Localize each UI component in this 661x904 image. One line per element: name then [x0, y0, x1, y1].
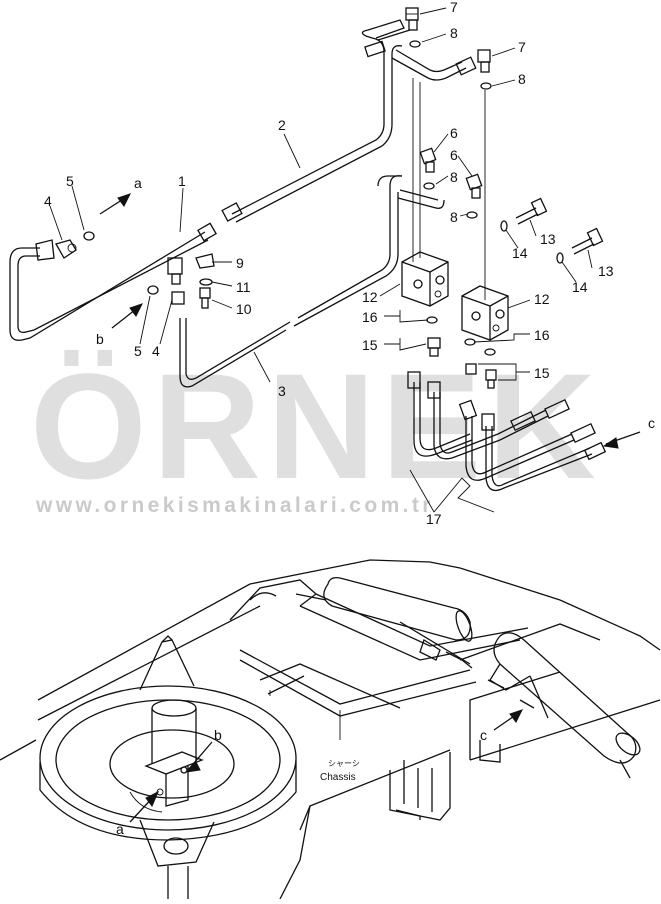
arrow-c-bottom [493, 709, 523, 731]
callout-12-left: 12 [362, 289, 378, 305]
callout-17: 17 [426, 511, 442, 527]
valve-block-12-left [401, 251, 449, 307]
arrow-b-top [111, 303, 143, 329]
callout-16-right: 16 [534, 327, 550, 343]
callout-4-top: 4 [44, 193, 52, 209]
o-ring-5-mid [147, 285, 159, 295]
watermark-brand: ÖRNEK [30, 342, 602, 510]
fitting-15-right-a [465, 363, 477, 375]
callout-16-left: 16 [362, 309, 378, 325]
callout-9: 9 [236, 255, 244, 271]
o-ring-8-lower [480, 82, 492, 90]
fitting-4-mid [167, 257, 185, 305]
chassis-labels: a b c [116, 727, 487, 837]
valve-block-12-right [461, 285, 509, 341]
callout-8-upper: 8 [450, 25, 458, 41]
hose-bundle-17 [407, 371, 607, 492]
part-11-washer [199, 278, 213, 286]
o-ring-8-mid-right [466, 211, 478, 219]
watermark: ÖRNEK www.ornekismakinalari.com.tr [30, 342, 602, 517]
label-b-bottom: b [214, 727, 222, 743]
callout-1: 1 [178, 173, 186, 189]
callout-15-left: 15 [362, 337, 378, 353]
label-c-bottom: c [480, 727, 487, 743]
chassis-label-en: Chassis [320, 772, 356, 783]
arrow-b-bottom [184, 741, 213, 773]
cylinder-upper [295, 576, 473, 665]
turntable [39, 685, 297, 841]
label-a-bottom: a [116, 821, 124, 837]
callout-8-mid-left: 8 [450, 169, 458, 185]
callout-6-left: 6 [450, 125, 458, 141]
washer-14-upper [500, 220, 508, 232]
callout-13-upper: 13 [540, 231, 556, 247]
o-ring-8-upper [409, 40, 421, 48]
callout-7-lower: 7 [518, 39, 526, 55]
callout-13-lower: 13 [598, 263, 614, 279]
arrow-a-bottom [129, 790, 159, 823]
part-9 [195, 253, 215, 269]
callout-labels: 1 2 3 4 4 5 5 6 6 7 7 8 8 8 8 9 10 11 12… [44, 0, 655, 527]
fitting-7-upper [405, 7, 419, 31]
fitting-7-lower [477, 49, 491, 73]
callout-11: 11 [236, 279, 251, 295]
label-a-top: a [134, 175, 142, 191]
o-ring-16-left [426, 316, 438, 324]
arrow-a-top [99, 193, 131, 215]
label-c-top: c [648, 415, 655, 431]
callout-5-mid: 5 [134, 343, 142, 359]
callout-6-right: 6 [450, 147, 458, 163]
fitting-6-right [465, 173, 483, 199]
tube-2 [221, 19, 411, 223]
label-b-top: b [96, 331, 104, 347]
chassis-view: a b c シャーシ Chassis [0, 559, 661, 900]
o-ring-8-mid-left [423, 182, 435, 190]
chassis-label-jp: シャーシ [328, 759, 360, 768]
callout-5-top: 5 [66, 173, 74, 189]
bolt-13-upper [515, 197, 548, 225]
callout-14-lower: 14 [572, 279, 588, 295]
callout-3: 3 [278, 383, 286, 399]
fitting-6-left [419, 147, 437, 173]
fitting-15-right-b [485, 369, 497, 389]
watermark-url: www.ornekismakinalari.com.tr [35, 494, 434, 517]
leader-lines [49, 7, 593, 513]
callout-12-right: 12 [534, 291, 550, 307]
bolt-13-lower [571, 227, 604, 255]
o-ring-5-left [83, 231, 95, 241]
callout-15-right: 15 [534, 365, 550, 381]
tube-valve-link [377, 175, 445, 209]
callout-8-lower: 8 [518, 71, 526, 87]
fitting-15-left [427, 337, 441, 357]
o-ring-16-right-b [484, 348, 496, 356]
fitting-4-left [55, 239, 77, 259]
part-10-bolt [199, 287, 211, 309]
tube-1 [9, 222, 217, 341]
swivel-joint [144, 699, 204, 807]
callout-4-mid: 4 [152, 343, 160, 359]
piping-assembly: 1 2 3 4 4 5 5 6 6 7 7 8 8 8 8 9 10 11 12… [9, 0, 655, 527]
callout-7-upper: 7 [450, 0, 458, 15]
cylinder-right [489, 632, 641, 779]
callout-2: 2 [278, 117, 286, 133]
arrow-c-top [602, 431, 641, 449]
callout-8-mid-right: 8 [450, 209, 458, 225]
washer-14-lower [556, 252, 564, 264]
callout-10: 10 [236, 301, 252, 317]
tube-upper-right [391, 49, 477, 81]
callout-14-upper: 14 [512, 245, 528, 261]
